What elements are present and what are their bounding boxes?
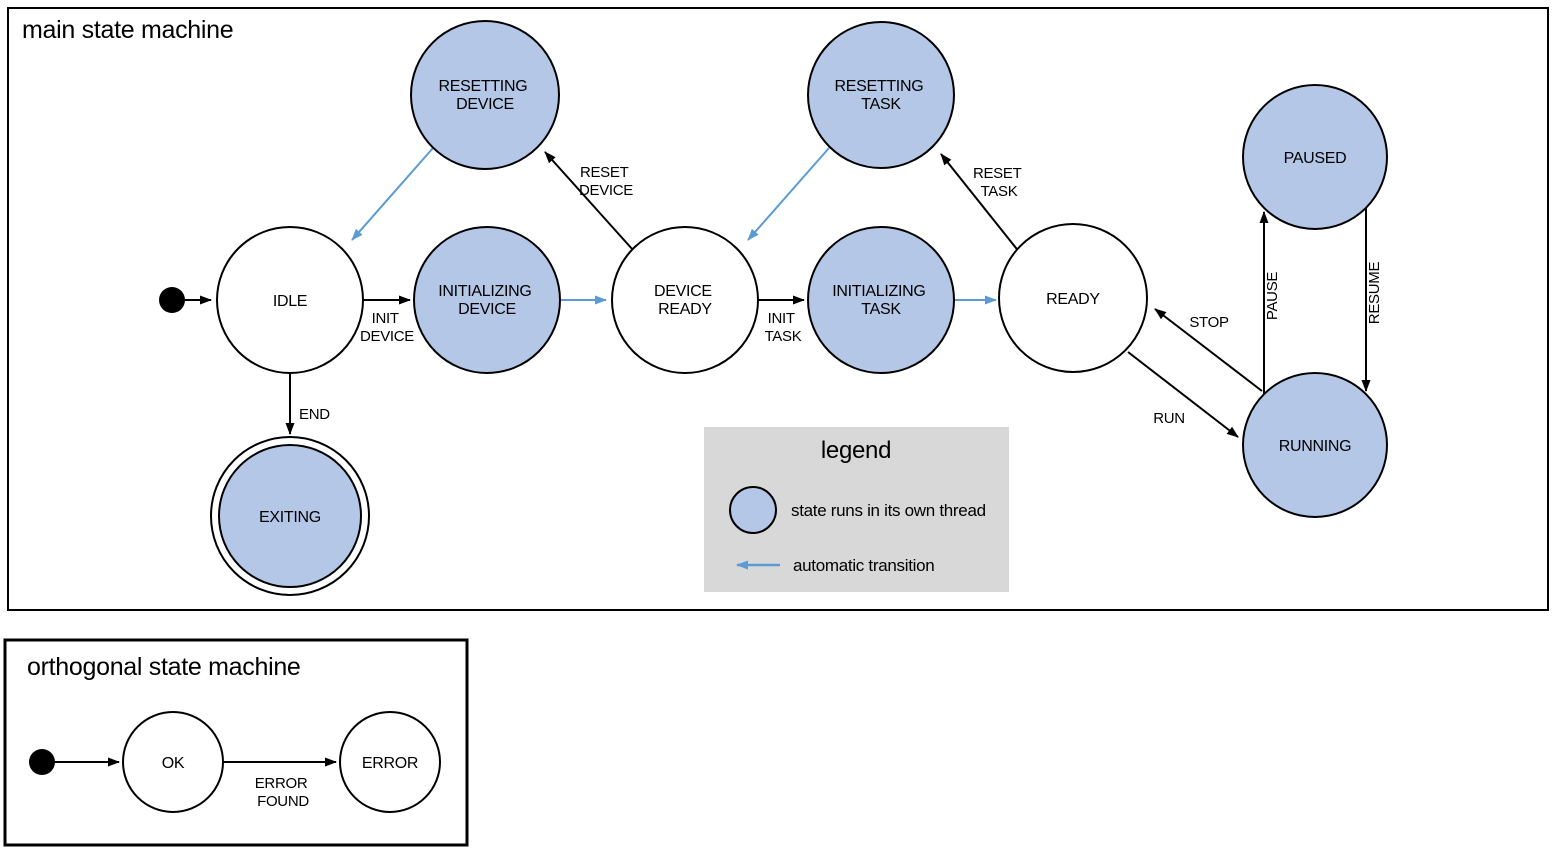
end-label: END — [299, 406, 330, 423]
auto-resetting-task-to-device-ready-arrow — [747, 147, 830, 241]
run-arrow — [1127, 351, 1239, 438]
ortho-error-found-label: ERROR FOUND — [255, 775, 312, 810]
state-resetting-device-circle — [410, 20, 560, 170]
state-error-label: ERROR — [362, 755, 418, 772]
state-exiting-inner-circle — [218, 444, 362, 588]
automatic-transitions — [351, 147, 997, 305]
run-label: RUN — [1153, 410, 1185, 427]
state-exiting: EXITING — [210, 436, 370, 596]
stop-label: STOP — [1189, 314, 1229, 331]
state-initializing-task-label: INITIALIZING TASK — [832, 283, 929, 318]
state-running-label: RUNNING — [1279, 438, 1352, 455]
legend-threaded-state-label: state runs in its own thread — [791, 501, 986, 520]
state-idle: IDLE — [216, 226, 364, 374]
init-task-label: INIT TASK — [765, 310, 802, 345]
legend-title: legend — [821, 437, 891, 464]
pause-label: PAUSE — [1264, 272, 1281, 321]
state-ok: OK — [122, 711, 224, 813]
orthogonal-state-machine: orthogonal state machine ERROR FOUND OK … — [3, 638, 469, 847]
state-initializing-device: INITIALIZING DEVICE — [413, 226, 561, 374]
legend-automatic-transition-label: automatic transition — [793, 556, 934, 575]
reset-device-label: RESET DEVICE — [579, 164, 633, 199]
state-resetting-device: RESETTING DEVICE — [410, 20, 560, 170]
state-idle-circle — [216, 226, 364, 374]
state-paused: PAUSED — [1242, 84, 1388, 230]
state-resetting-device-label: RESETTING DEVICE — [438, 78, 531, 113]
state-ready-circle — [998, 223, 1148, 373]
state-paused-label: PAUSED — [1284, 150, 1347, 167]
state-error: ERROR — [339, 711, 441, 813]
state-initializing-device-circle — [413, 226, 561, 374]
main-states: IDLE RESETTING DEVICE INITIALIZING DEVIC… — [159, 20, 1388, 596]
resume-label: RESUME — [1366, 262, 1383, 325]
state-initializing-task-circle — [807, 226, 955, 374]
state-ok-circle — [122, 711, 224, 813]
state-ready: READY — [998, 223, 1148, 373]
state-initializing-device-label: INITIALIZING DEVICE — [438, 283, 535, 318]
ortho-initial-state-dot — [29, 749, 55, 775]
state-running-circle — [1242, 372, 1388, 518]
reset-device-arrow — [544, 151, 634, 251]
state-resetting-task-circle — [807, 21, 955, 169]
orthogonal-state-machine-title: orthogonal state machine — [27, 653, 301, 681]
transition-stop — [1154, 308, 1263, 392]
state-ok-label: OK — [162, 755, 185, 772]
state-device-ready-circle — [611, 226, 759, 374]
legend: legend state runs in its own thread auto… — [704, 427, 1009, 592]
auto-resetting-device-to-idle-arrow — [351, 147, 434, 241]
init-device-label: INIT DEVICE — [360, 310, 414, 345]
transition-reset-device — [544, 151, 634, 251]
stop-arrow — [1154, 308, 1263, 392]
state-paused-circle — [1242, 84, 1388, 230]
state-ready-label: READY — [1046, 291, 1100, 308]
transition-reset-task — [940, 153, 1021, 254]
state-running: RUNNING — [1242, 372, 1388, 518]
legend-threaded-state-icon — [729, 486, 777, 534]
reset-task-arrow — [940, 153, 1021, 254]
state-initializing-task: INITIALIZING TASK — [807, 226, 955, 374]
main-state-machine-title: main state machine — [22, 16, 233, 44]
state-resetting-task: RESETTING TASK — [807, 21, 955, 169]
state-resetting-task-label: RESETTING TASK — [834, 78, 927, 113]
transition-run — [1127, 351, 1239, 438]
state-device-ready: DEVICE READY — [611, 226, 759, 374]
reset-task-label: RESET TASK — [973, 165, 1025, 200]
state-idle-label: IDLE — [273, 293, 307, 310]
initial-state-dot — [159, 287, 185, 313]
state-error-circle — [339, 711, 441, 813]
state-device-ready-label: DEVICE READY — [654, 283, 716, 318]
black-transitions — [185, 151, 1371, 438]
state-exiting-label: EXITING — [259, 509, 321, 526]
transition-labels: INIT DEVICE RESET DEVICE INIT TASK RESET… — [299, 164, 1383, 427]
